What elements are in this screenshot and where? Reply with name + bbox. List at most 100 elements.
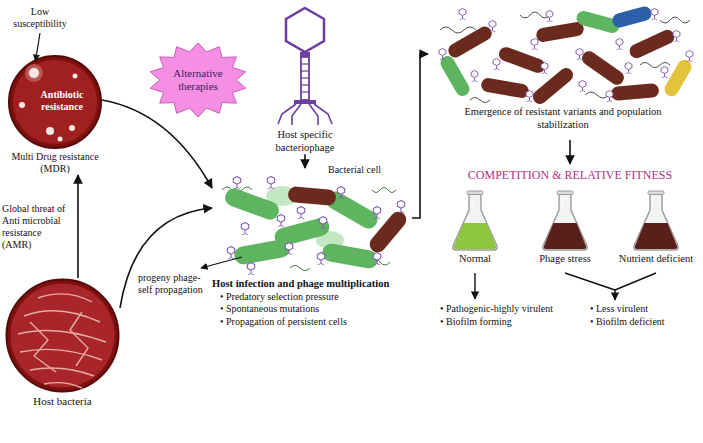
node-subtext: • Predatory selection pressure <box>212 291 412 304</box>
infected-population <box>223 186 282 222</box>
resistant-population <box>576 49 583 60</box>
resistant-population <box>661 67 668 78</box>
bacteriophage-figure <box>309 104 318 125</box>
node-subtext: Multi Drug resistance (MDR) <box>8 151 102 174</box>
callout-label: progeny phage-self propagation <box>138 272 210 295</box>
mdr-plate <box>13 60 97 144</box>
resistant-population <box>439 9 693 102</box>
infected-population <box>233 177 240 189</box>
resistant-population <box>480 77 530 99</box>
node-text: Alternative therapies <box>167 67 229 92</box>
node-text: Normal <box>440 253 510 266</box>
mdr-plate <box>73 74 78 79</box>
mdr-plate <box>58 137 63 142</box>
mdr-plate <box>19 102 25 108</box>
bacteriophage-figure <box>292 104 301 125</box>
connector-arrow <box>304 154 306 168</box>
node-text: Host infection and phage multiplication <box>212 278 412 291</box>
resistant-population <box>662 57 694 99</box>
phage-node: Host specific bacteriophage <box>262 2 348 154</box>
infected-population <box>373 253 380 265</box>
node-text: Host specific bacteriophage <box>262 129 348 154</box>
flow-arrow <box>474 273 475 299</box>
host-plate <box>7 280 119 392</box>
node-text: Phage stress <box>525 253 605 266</box>
resistant-population <box>531 39 538 50</box>
section-heading: COMPETITION & RELATIVE FITNESS <box>440 168 700 183</box>
bacteriophage-figure <box>278 104 332 125</box>
infected-population <box>287 186 336 206</box>
connector-arrow <box>412 54 428 218</box>
population-node: Emergence of resistant variants and popu… <box>428 4 698 131</box>
node-text: Nutrient deficient <box>612 253 700 266</box>
mdr-plate <box>25 64 43 82</box>
merge-bracket <box>565 273 656 290</box>
resistant-population <box>439 49 446 60</box>
bacteriophage-figure <box>286 8 324 52</box>
host-plate <box>18 294 106 388</box>
infected-population <box>227 177 404 275</box>
flask-normal <box>453 191 497 250</box>
resistant-population <box>489 21 496 32</box>
infected-population <box>297 207 304 219</box>
resistant-population <box>493 59 500 70</box>
bacteriophage-figure <box>301 91 309 92</box>
infected-population <box>241 223 248 235</box>
mdr-plate <box>69 125 75 131</box>
host-plate <box>7 280 119 392</box>
host-plate <box>44 383 82 388</box>
trait-item: • Biofilm deficient <box>590 316 665 327</box>
starburst-shape: Alternative therapies <box>148 42 248 118</box>
resistant-population <box>526 91 533 102</box>
petri-plate: Host bacteria <box>5 278 120 407</box>
leader-line <box>36 33 41 61</box>
node-subtext: • Propagation of persistent cells <box>212 316 412 329</box>
leader-line <box>201 257 242 268</box>
resistant-population <box>606 91 613 102</box>
infected-population <box>372 188 396 193</box>
resistant-population <box>541 63 548 74</box>
trait-item: • Less virulent <box>590 303 648 314</box>
bacteriophage-figure <box>294 100 316 104</box>
resistant-population <box>471 71 478 82</box>
bacteriophage-figure <box>301 57 309 100</box>
infected-population <box>247 263 254 275</box>
infected-population <box>233 238 291 265</box>
infected-population <box>317 253 324 265</box>
resistant-population <box>440 27 476 33</box>
infected-population <box>397 201 404 213</box>
infected-population <box>337 187 344 199</box>
resistant-population <box>470 98 490 103</box>
resistant-population <box>610 83 659 101</box>
petri-plate: Antibiotic resistanceMulti Drug resistan… <box>8 55 102 174</box>
resistant-population <box>660 17 690 23</box>
host-plate <box>24 311 100 322</box>
mdr-plate <box>9 56 101 148</box>
infected-population <box>366 208 409 255</box>
bacteriophage-figure <box>301 63 309 64</box>
infected-population <box>267 177 274 189</box>
infected-population <box>277 215 284 227</box>
resistant-population <box>440 12 690 103</box>
infected-population <box>290 266 310 271</box>
callout-label: Bacterial cell <box>326 164 383 175</box>
node-text: Emergence of resistant variants and popu… <box>428 106 698 131</box>
resistant-population <box>616 39 623 50</box>
node-subtext: • Spontaneous mutations <box>212 303 412 316</box>
resistant-population <box>546 11 553 22</box>
flask-node: Normal <box>440 190 510 266</box>
mdr-plate <box>46 127 54 135</box>
resistant-population <box>535 21 585 43</box>
host-plate <box>18 330 106 342</box>
starburst-outline <box>150 43 246 117</box>
mdr-plate <box>29 68 39 78</box>
flask-node: Nutrient deficient <box>612 190 700 266</box>
host-plate <box>38 294 92 302</box>
resistant-population <box>673 31 680 42</box>
host-plate <box>30 322 56 372</box>
bacteriophage-figure <box>301 77 309 78</box>
resistant-population <box>530 65 576 107</box>
resistant-population <box>459 9 466 20</box>
